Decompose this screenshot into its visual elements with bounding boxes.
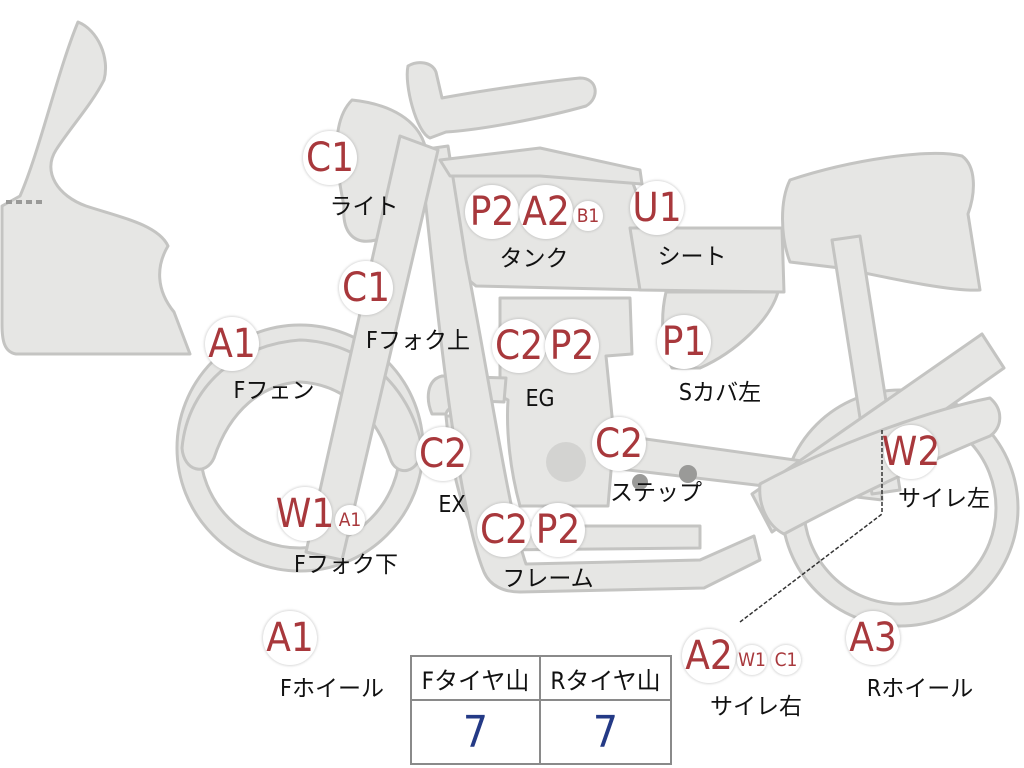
- frame-part-label: フレーム: [502, 566, 594, 592]
- windscreen-shape: [0, 20, 192, 356]
- light-part-label: ライト: [329, 194, 399, 220]
- f-fork-upper-damage-code: C1: [339, 261, 393, 315]
- engine-part-label: EG: [525, 386, 555, 412]
- front-tire-value: 7: [412, 701, 541, 763]
- tank-damage-code: P2: [465, 185, 519, 239]
- silencer-right-part-label: サイレ右: [710, 694, 802, 720]
- tank-damage-code: B1: [573, 201, 603, 231]
- step-peg-shape: [632, 474, 648, 490]
- silencer-left-damage-code: W2: [882, 425, 940, 479]
- f-fork-lower-part-label: Fフォク下: [294, 552, 398, 578]
- tank-part-label: タンク: [499, 246, 569, 272]
- r-wheel-damage-code: A3: [846, 611, 900, 665]
- silencer-left-part-label: サイレ左: [898, 486, 990, 512]
- silencer-lower-shape: [758, 396, 1002, 536]
- exhaust-damage-code: C2: [416, 427, 470, 481]
- rear-cowl-shape: [781, 151, 982, 292]
- rear-tire-value: 7: [592, 706, 619, 758]
- frame-damage-code: P2: [531, 503, 585, 557]
- engine-cover-shape: [546, 442, 586, 482]
- silencer-right-damage-code: W1: [737, 645, 767, 675]
- f-fender-part-label: Fフェン: [233, 378, 315, 404]
- f-fork-lower-damage-code: A1: [335, 505, 365, 535]
- exhaust-part-label: EX: [438, 492, 466, 518]
- step-peg-shape: [679, 465, 697, 483]
- frame-rail-shape: [418, 144, 762, 594]
- r-wheel-part-label: Rホイール: [866, 676, 974, 702]
- step-damage-code: C2: [592, 417, 646, 471]
- engine-damage-code: P2: [545, 319, 599, 373]
- engine-damage-code: C2: [492, 319, 546, 373]
- step-part-label: ステップ: [610, 480, 702, 506]
- f-fork-lower-damage-code: W1: [276, 487, 334, 541]
- front-fork-shape: [304, 134, 440, 562]
- handlebar-shape: [405, 61, 597, 140]
- tire-tread-table: Fタイヤ山 Rタイヤ山 7 7: [410, 655, 672, 765]
- tank-damage-code: A2: [519, 185, 573, 239]
- silencer-right-damage-code: A2: [682, 629, 736, 683]
- front-tire-header: Fタイヤ山: [412, 657, 541, 701]
- s-cover-left-part-label: Sカバ左: [678, 380, 762, 406]
- f-wheel-part-label: Fホイール: [280, 676, 384, 702]
- silencer-right-damage-code: C1: [771, 645, 801, 675]
- seat-part-label: シート: [657, 244, 727, 270]
- seat-damage-code: U1: [630, 181, 684, 235]
- f-fender-damage-code: A1: [205, 317, 259, 371]
- light-damage-code: C1: [303, 131, 357, 185]
- f-wheel-damage-code: A1: [263, 611, 317, 665]
- seat-base-shape: [628, 226, 786, 294]
- s-cover-left-damage-code: P1: [657, 315, 711, 369]
- frame-damage-code: C2: [477, 503, 531, 557]
- rear-tire-header: Rタイヤ山: [541, 657, 670, 701]
- f-fork-upper-part-label: Fフォク上: [366, 328, 470, 354]
